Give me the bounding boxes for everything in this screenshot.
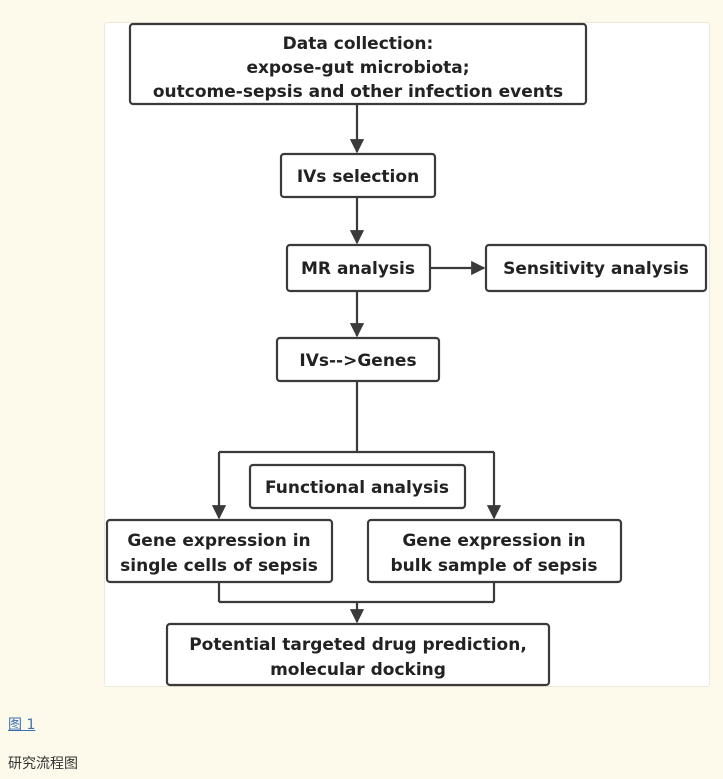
mr-analysis-label: MR analysis bbox=[301, 259, 415, 279]
node-ivs-selection: IVs selection bbox=[279, 152, 437, 199]
node-ivs-genes: IVs-->Genes bbox=[275, 336, 441, 383]
drug-prediction-line2: molecular docking bbox=[270, 660, 446, 680]
ivs-selection-label: IVs selection bbox=[297, 167, 419, 187]
node-drug-prediction: Potential targeted drug prediction, mole… bbox=[165, 622, 551, 687]
single-cells-line1: Gene expression in bbox=[127, 531, 310, 551]
data-collection-line3: outcome-sepsis and other infection event… bbox=[153, 82, 563, 102]
bulk-sample-line1: Gene expression in bbox=[402, 531, 585, 551]
data-collection-line2: expose-gut microbiota; bbox=[246, 58, 469, 78]
node-data-collection: Data collection: expose-gut microbiota; … bbox=[128, 22, 588, 106]
bulk-sample-line2: bulk sample of sepsis bbox=[391, 556, 598, 576]
node-mr-analysis: MR analysis bbox=[285, 243, 432, 293]
node-functional-analysis: Functional analysis bbox=[248, 463, 467, 510]
sensitivity-analysis-label: Sensitivity analysis bbox=[503, 259, 689, 279]
node-sensitivity-analysis: Sensitivity analysis bbox=[484, 243, 708, 293]
drug-prediction-line1: Potential targeted drug prediction, bbox=[189, 635, 527, 655]
ivs-genes-label: IVs-->Genes bbox=[299, 351, 416, 371]
connectors bbox=[211, 104, 502, 624]
node-bulk-sample: Gene expression in bulk sample of sepsis bbox=[366, 518, 623, 584]
figure-link[interactable]: 图 1 bbox=[8, 717, 36, 733]
node-single-cells: Gene expression in single cells of sepsi… bbox=[105, 518, 334, 584]
single-cells-line2: single cells of sepsis bbox=[120, 556, 318, 576]
data-collection-line1: Data collection: bbox=[283, 34, 434, 54]
figure-caption: 研究流程图 bbox=[8, 756, 78, 772]
functional-analysis-label: Functional analysis bbox=[265, 478, 449, 498]
